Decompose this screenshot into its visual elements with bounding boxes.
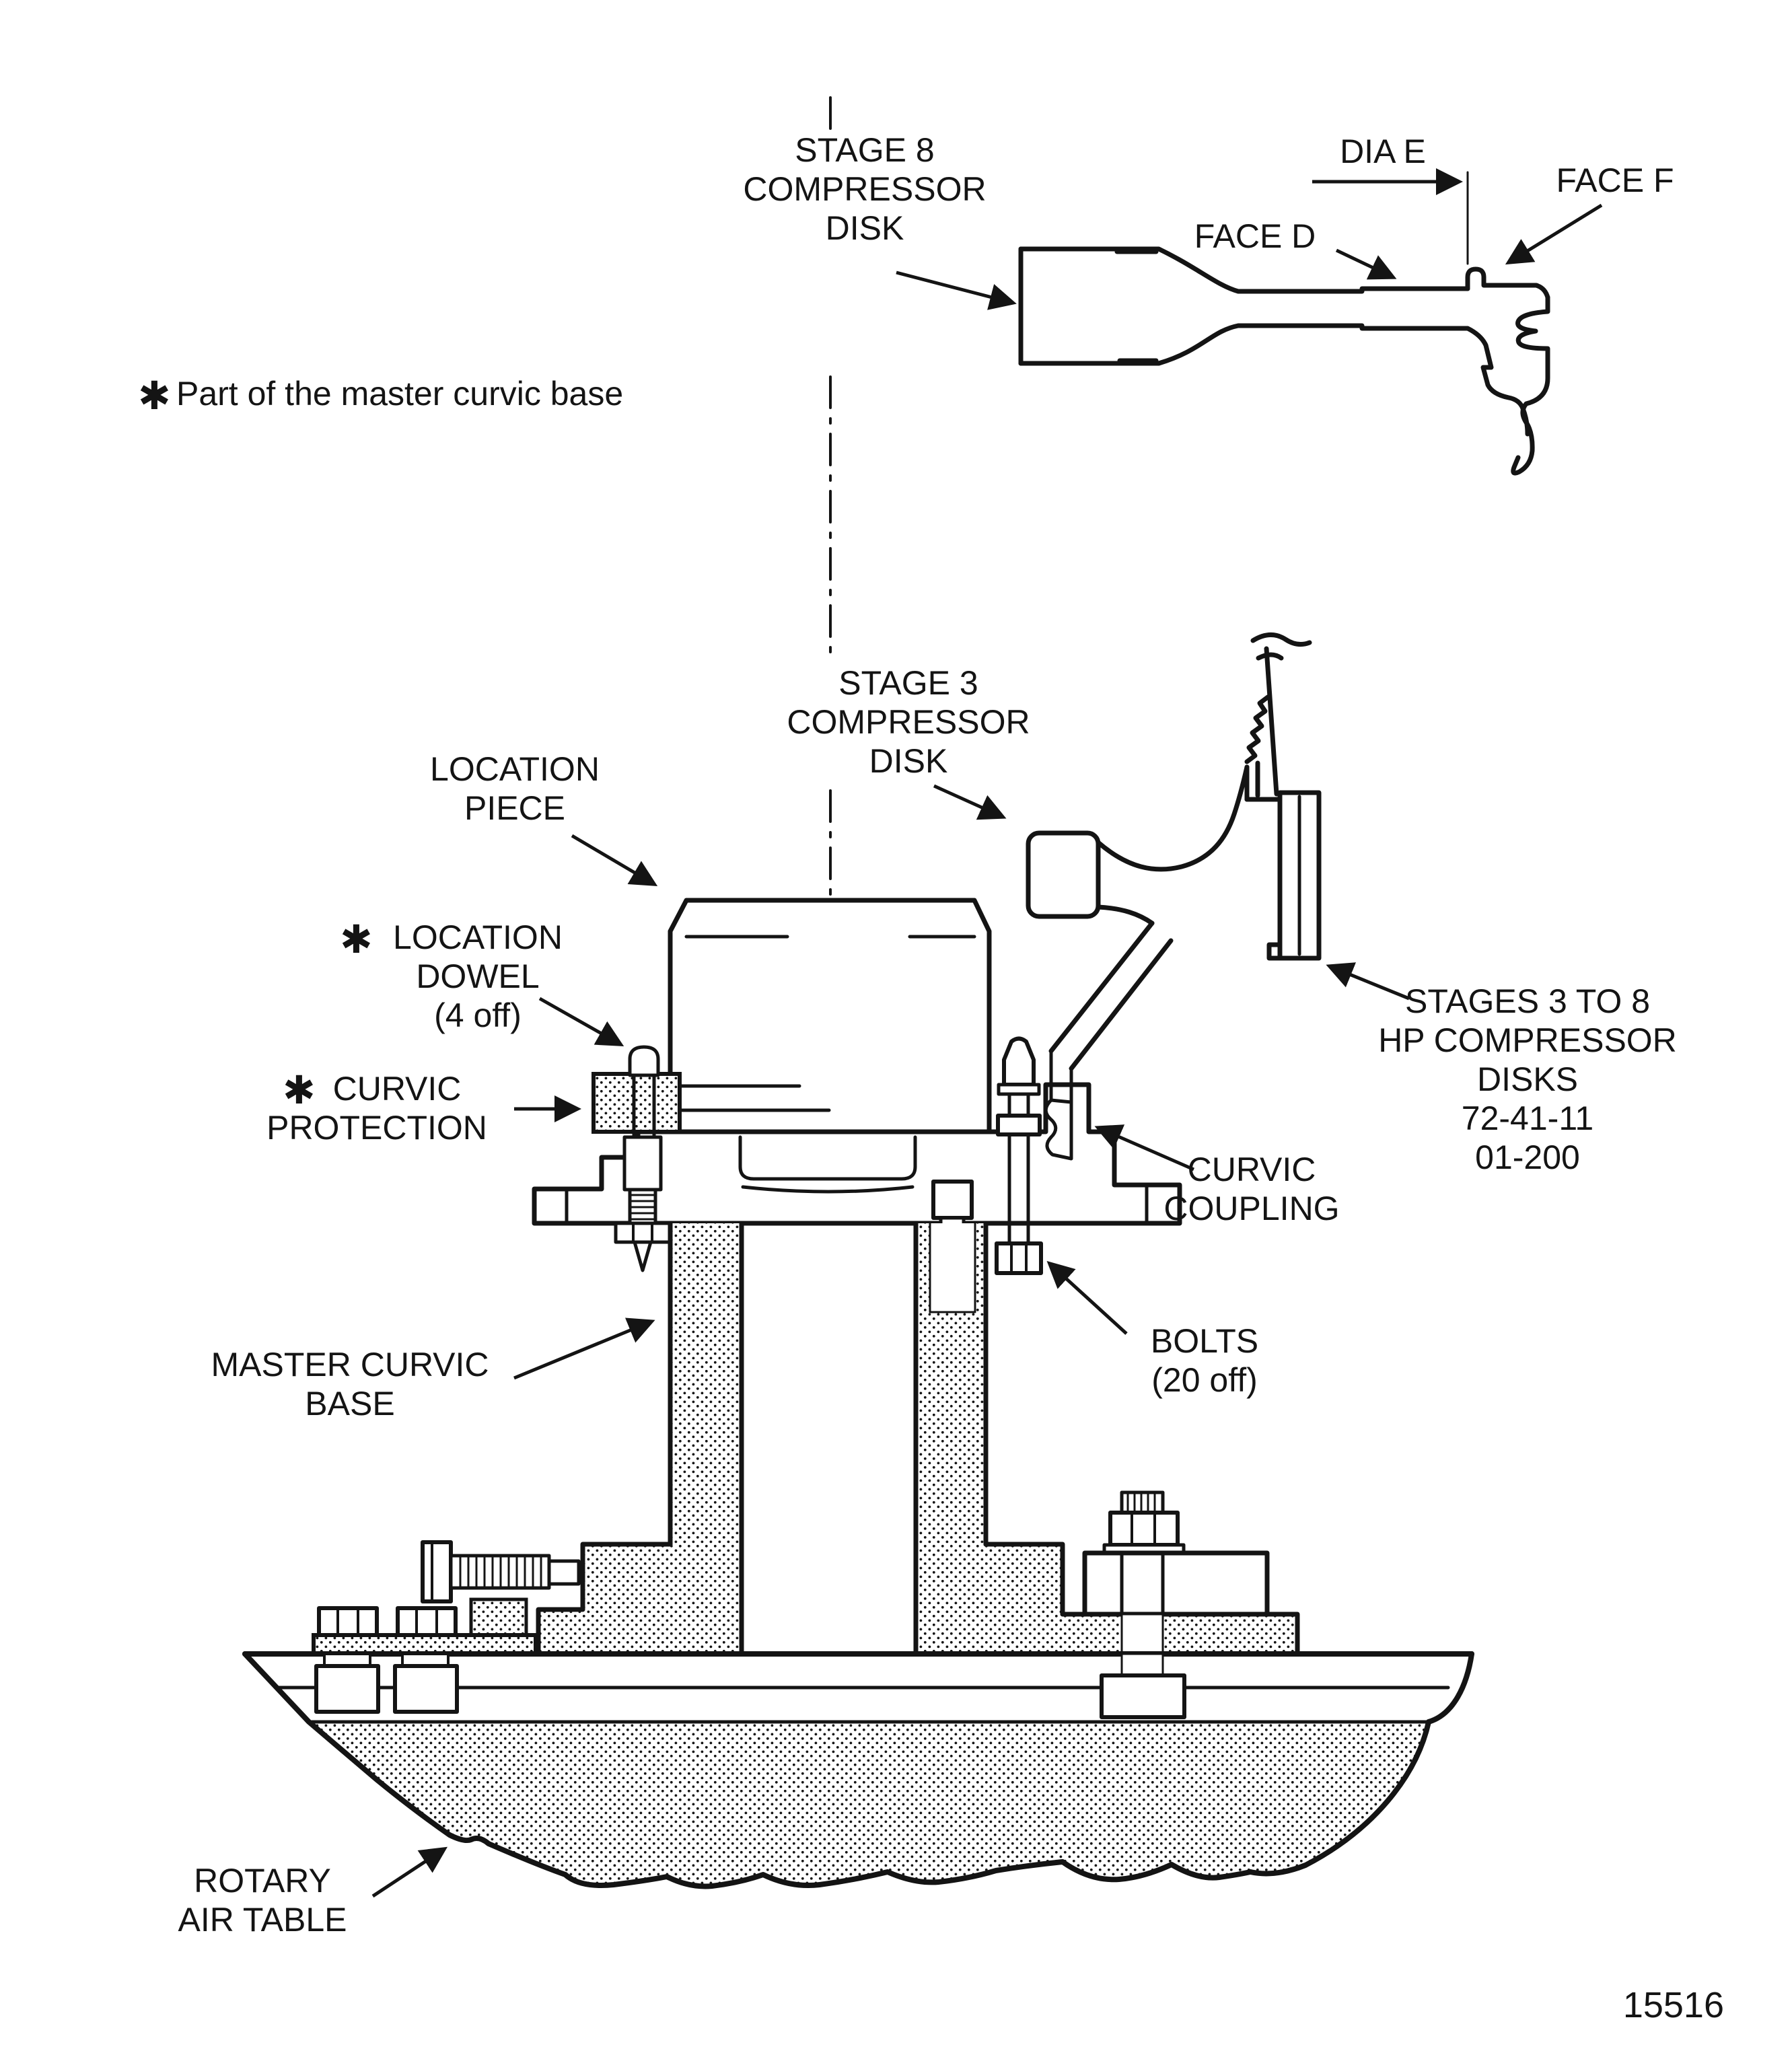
label-stages-3-to-8: STAGES 3 TO 8 HP COMPRESSOR DISKS 72-41-…: [1326, 962, 1677, 1176]
label-line: STAGE 8: [795, 131, 934, 169]
curvic-coupling-teeth: [1044, 1049, 1073, 1161]
master-curvic-base: [536, 1221, 1300, 1657]
svg-text:DOWEL: DOWEL: [416, 957, 539, 995]
right-clamp: [1082, 1490, 1270, 1655]
svg-text:(20 off): (20 off): [1151, 1361, 1258, 1399]
svg-text:ROTARY: ROTARY: [194, 1862, 331, 1900]
side-bolt-head: [421, 1540, 453, 1603]
svg-text:LOCATION: LOCATION: [393, 918, 563, 956]
table-body-stipple: [309, 1722, 1429, 1887]
svg-text:HP COMPRESSOR: HP COMPRESSOR: [1378, 1021, 1677, 1059]
flange-plate: [532, 1082, 1182, 1226]
label-dia-e: DIA E: [1340, 133, 1426, 170]
label-master-curvic-base: MASTER CURVIC BASE: [211, 1317, 655, 1422]
dowel-thread-hatching: [629, 1194, 657, 1221]
right-clamp-seat: [1063, 1614, 1297, 1654]
svg-text:PROTECTION: PROTECTION: [266, 1109, 487, 1147]
side-bolt-thread-hatching: [459, 1554, 542, 1589]
label-rotary-air-table: ROTARY AIR TABLE: [178, 1846, 448, 1939]
t-nut: [393, 1664, 459, 1714]
stage3-disk-profile: [1026, 632, 1322, 1071]
svg-text:LOCATION: LOCATION: [430, 750, 600, 788]
label-stage8-compressor-disk: STAGE 8 COMPRESSOR DISK: [743, 131, 1017, 310]
svg-text:DISKS: DISKS: [1477, 1060, 1578, 1098]
stud-thread-hatching: [1126, 1491, 1156, 1514]
hex-nut: [1108, 1511, 1180, 1547]
svg-text:AIR TABLE: AIR TABLE: [178, 1901, 347, 1939]
svg-text:STAGES 3 TO 8: STAGES 3 TO 8: [1405, 982, 1650, 1020]
label-face-f: FACE F: [1505, 161, 1674, 265]
t-nut: [314, 1664, 380, 1714]
dia-e-dimension: [1312, 168, 1469, 265]
svg-text:Part of the master curvic base: Part of the master curvic base: [176, 375, 623, 412]
label-stage3-compressor-disk: STAGE 3 COMPRESSOR DISK: [787, 664, 1030, 820]
location-piece: [668, 898, 992, 1134]
retaining-bolt: [995, 1036, 1043, 1275]
curvic-protection-block: [592, 1072, 682, 1134]
label-location-piece: LOCATION PIECE: [430, 750, 658, 887]
svg-text:COMPRESSOR: COMPRESSOR: [787, 703, 1030, 741]
label-line: DISK: [826, 209, 904, 247]
svg-text:MASTER CURVIC: MASTER CURVIC: [211, 1346, 489, 1383]
label-location-dowel: ✱ LOCATION DOWEL (4 off): [340, 918, 624, 1046]
asterisk-symbol: ✱: [283, 1069, 316, 1112]
hex-bolt: [396, 1606, 458, 1637]
svg-text:72-41-11: 72-41-11: [1462, 1099, 1593, 1137]
asterisk-symbol: ✱: [138, 374, 171, 418]
asterisk-symbol: ✱: [340, 918, 373, 962]
hex-bolt: [317, 1606, 379, 1637]
clamp-bar: [312, 1633, 538, 1656]
svg-text:DISK: DISK: [869, 742, 948, 780]
svg-text:CURVIC: CURVIC: [333, 1070, 462, 1108]
svg-text:BOLTS: BOLTS: [1151, 1322, 1258, 1360]
location-dowel: [614, 1045, 672, 1272]
clamp-block: [1082, 1550, 1270, 1617]
figure-number: 15516: [1623, 1985, 1724, 2025]
t-nut: [1100, 1673, 1186, 1719]
svg-text:COUPLING: COUPLING: [1163, 1190, 1339, 1227]
label-bolts: BOLTS (20 off): [1046, 1260, 1258, 1399]
svg-text:PIECE: PIECE: [464, 789, 565, 827]
svg-text:01-200: 01-200: [1475, 1138, 1580, 1176]
svg-text:FACE D: FACE D: [1194, 217, 1316, 255]
label-line: COMPRESSOR: [743, 170, 986, 208]
stud-clearance-slot: [930, 1223, 975, 1312]
stage8-disk-profile: [1018, 246, 1550, 476]
note-master-curvic-base: ✱ Part of the master curvic base: [138, 374, 623, 418]
left-clamp: [312, 1540, 581, 1656]
svg-text:DIA E: DIA E: [1340, 133, 1426, 170]
label-curvic-protection: ✱ CURVIC PROTECTION: [266, 1069, 581, 1147]
svg-text:STAGE 3: STAGE 3: [838, 664, 978, 702]
label-face-d: FACE D: [1194, 217, 1397, 280]
svg-text:BASE: BASE: [305, 1385, 394, 1422]
svg-text:CURVIC: CURVIC: [1188, 1151, 1316, 1188]
rotary-air-table: [242, 1651, 1474, 1889]
svg-text:FACE F: FACE F: [1556, 161, 1674, 199]
label-curvic-coupling: CURVIC COUPLING: [1094, 1124, 1340, 1227]
svg-text:(4 off): (4 off): [434, 997, 522, 1034]
flange-recess: [738, 1135, 917, 1181]
